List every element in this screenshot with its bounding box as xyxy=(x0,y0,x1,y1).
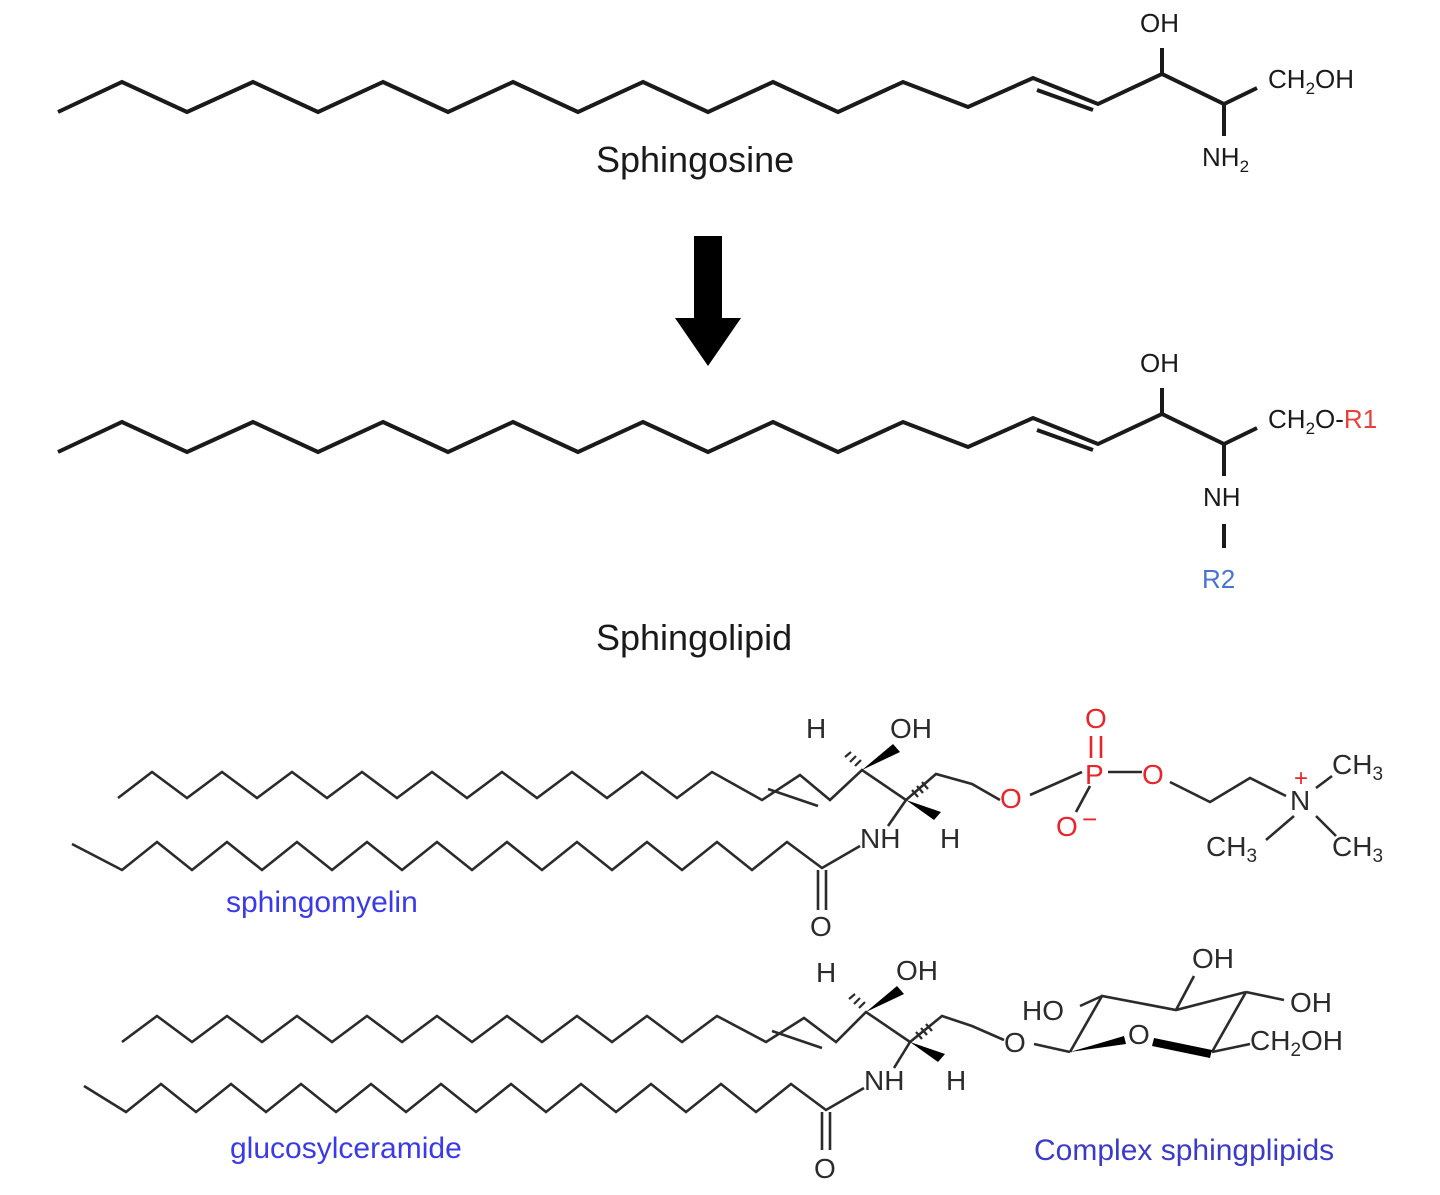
sphingomyelin-ch3-c: CH3 xyxy=(1332,831,1383,867)
glucosylceramide-wedge-oh xyxy=(866,986,904,1012)
sphingolipid-chain xyxy=(57,411,1258,455)
sphingomyelin-plus-sign: + xyxy=(1294,765,1308,792)
sphingosine-structure: OH CH2OH NH2 Sphingosine xyxy=(57,8,1354,180)
sphingomyelin-n: N xyxy=(1290,785,1310,816)
sphingomyelin-o-p-bond xyxy=(1029,770,1083,797)
glucosylceramide-oh: OH xyxy=(896,955,938,986)
glucose-ring-o: O xyxy=(1128,1019,1150,1050)
glucosylceramide-sphingoid-chain xyxy=(121,1010,1005,1044)
sphingomyelin-ch3-b: CH3 xyxy=(1206,831,1257,867)
glucose-ch2oh: CH2OH xyxy=(1250,1025,1343,1061)
sphingomyelin-o-double: O xyxy=(1085,703,1107,734)
sphingomyelin-p: P xyxy=(1085,759,1104,790)
sphingomyelin-double-bond xyxy=(767,787,819,808)
sphingosine-chain xyxy=(57,71,1258,115)
glucose-ring-bottom-right xyxy=(1152,1038,1212,1058)
sphingolipid-oh-label: OH xyxy=(1140,348,1179,378)
sphingomyelin-ch3-a: CH3 xyxy=(1332,749,1383,785)
glucosylceramide-carbonyl-o: O xyxy=(814,1153,836,1184)
sphingomyelin-minus-sign: − xyxy=(1082,804,1097,834)
glucosylceramide-fatty-chain xyxy=(83,1082,865,1114)
sphingomyelin-structure: H OH H NH O O P O O − O N + CH3 CH3 CH3 … xyxy=(71,703,1383,942)
glucosylceramide-structure: H OH H NH O O O HO OH OH CH2OH glucosylc… xyxy=(83,943,1343,1184)
glucose-ho: HO xyxy=(1022,995,1064,1026)
sphingomyelin-o-minus: O xyxy=(1056,811,1078,842)
sphingomyelin-nh-c2-bond xyxy=(886,799,908,827)
glucosylceramide-wedge-h xyxy=(910,1042,945,1062)
glucose-oh-top: OH xyxy=(1192,943,1234,974)
glucose-ring-bottom-left xyxy=(1070,1036,1126,1052)
glucosylceramide-h-top: H xyxy=(816,957,836,988)
sphingomyelin-n-ch3b-bond xyxy=(1265,815,1295,841)
complex-sphingolipids-label: Complex sphingplipids xyxy=(1034,1134,1334,1167)
sphingomyelin-oh: OH xyxy=(890,713,932,744)
sphingomyelin-sphingoid-chain xyxy=(117,768,1001,802)
glucose-ring-right xyxy=(1210,991,1248,1053)
glucosylceramide-glyc-o: O xyxy=(1004,1027,1026,1058)
sphingomyelin-choline-chain xyxy=(1169,776,1287,804)
sphingolipid-double-bond xyxy=(1036,428,1094,452)
sphingomyelin-n-ch3a-bond xyxy=(1315,774,1333,790)
glucose-oh-right: OH xyxy=(1290,987,1332,1018)
sphingomyelin-carbonyl-o: O xyxy=(810,911,832,942)
sphingomyelin-hash-c2 xyxy=(911,781,929,798)
glucosylceramide-double-bond xyxy=(771,1029,823,1050)
sphingolipid-r2-label: R2 xyxy=(1202,564,1235,594)
sphingomyelin-hash-h xyxy=(844,751,862,767)
sphingosine-double-bond xyxy=(1036,88,1094,112)
glucose-oh-top-bond xyxy=(1174,975,1196,1011)
sphingomyelin-n-ch3c-bond xyxy=(1315,815,1337,837)
glucosylceramide-hash-h xyxy=(848,993,866,1009)
sphingomyelin-nh: NH xyxy=(860,823,900,854)
glucosylceramide-label: glucosylceramide xyxy=(230,1132,462,1165)
sphingomyelin-fatty-chain xyxy=(71,840,861,872)
sphingomyelin-h-bottom: H xyxy=(940,823,960,854)
glucosylceramide-nh-c2-bond xyxy=(892,1041,912,1069)
sphingosine-title: Sphingosine xyxy=(596,139,794,180)
glucose-ch2oh-bond xyxy=(1211,1042,1251,1054)
sphingosine-nh2-label: NH2 xyxy=(1202,142,1249,176)
sphingomyelin-ester-o: O xyxy=(1000,783,1022,814)
sphingosine-ch2oh-label: CH2OH xyxy=(1268,64,1354,98)
glucose-ring-top xyxy=(1068,990,1247,1053)
glucosylceramide-hash-c2 xyxy=(915,1023,933,1040)
sphingolipid-nh-label: NH xyxy=(1203,482,1241,512)
sphingosine-oh-label: OH xyxy=(1140,8,1179,38)
sphingolipid-title: Sphingolipid xyxy=(596,617,792,658)
sphingolipid-ch2o-label: CH2O-R1 xyxy=(1268,404,1377,438)
glucose-link-bond xyxy=(1033,1042,1071,1054)
down-arrow-icon xyxy=(675,236,741,366)
sphingomyelin-wedge-h xyxy=(906,800,941,820)
sphingomyelin-h-top: H xyxy=(806,713,826,744)
sphingolipid-structure: OH CH2O-R1 NH R2 Sphingolipid xyxy=(57,348,1377,658)
sphingomyelin-wedge-oh xyxy=(862,744,900,770)
sphingomyelin-link-o: O xyxy=(1142,759,1164,790)
sphingomyelin-label: sphingomyelin xyxy=(226,886,418,919)
glucosylceramide-nh: NH xyxy=(864,1065,904,1096)
glucose-oh-right-bond xyxy=(1245,990,1285,1002)
sphingomyelin-p-ominus-bond xyxy=(1074,785,1092,813)
glucose-ho-bond xyxy=(1079,994,1103,1008)
glucosylceramide-h-bottom: H xyxy=(946,1065,966,1096)
